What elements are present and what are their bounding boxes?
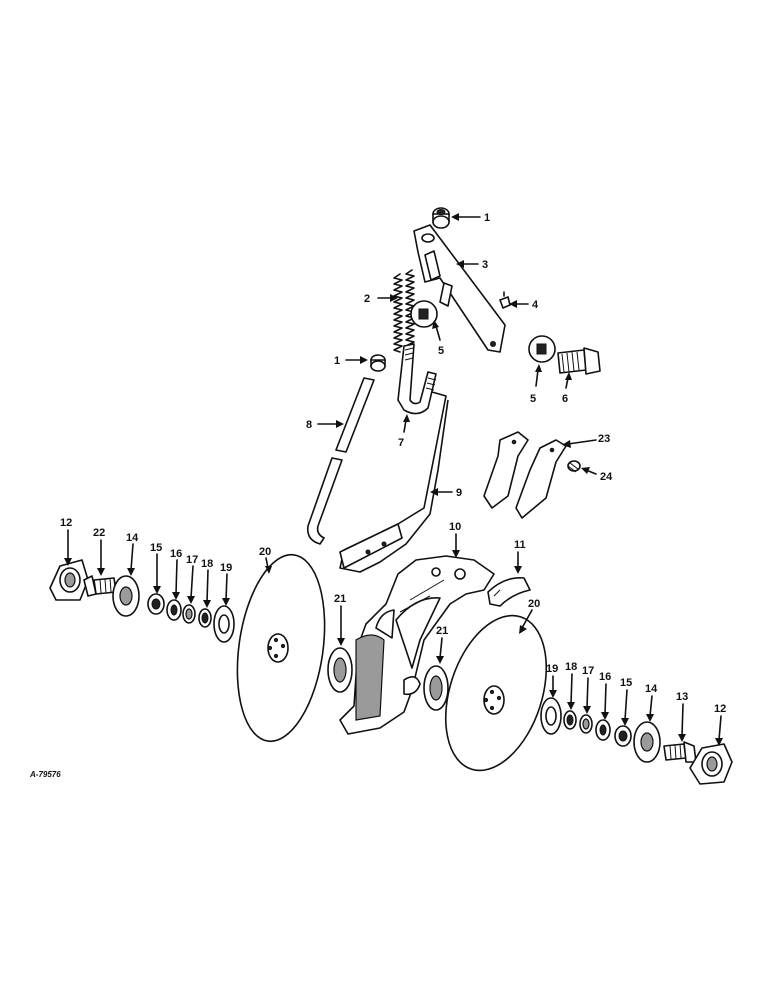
- callout-grease-fitting: 4: [532, 299, 539, 311]
- retainer-right-part: [563, 710, 577, 730]
- callout-disc-right: 20: [528, 598, 540, 610]
- callout-flange-right: 19: [546, 663, 558, 675]
- nut-part: [567, 460, 581, 473]
- flange-right-part: [540, 697, 562, 735]
- callout-washer-top: 1: [484, 212, 490, 224]
- callout-rod: 8: [306, 419, 312, 431]
- grease-fitting-part: [499, 291, 511, 309]
- bolt-left-part: [83, 575, 117, 597]
- cam-washer-left-part: [410, 300, 438, 328]
- ring-right-part: [579, 714, 593, 734]
- callout-bolt-right: 13: [676, 691, 688, 703]
- callout-spring: 2: [364, 293, 370, 305]
- plate-left-part: [327, 647, 353, 693]
- leader-lines: [64, 213, 723, 746]
- seal-left-part: [166, 599, 182, 621]
- bolt-right-part: [663, 741, 697, 763]
- callout-labels: 1 3 4 2 5 5 6 1 7 8 9 23 24 10 11 12 22 …: [60, 212, 726, 715]
- callout-nut: 24: [600, 471, 613, 483]
- ring-left-part: [182, 604, 196, 624]
- callout-scraper-small: 11: [514, 539, 526, 551]
- bearing-right-part: [614, 725, 632, 747]
- callout-washer-mid: 1: [334, 355, 340, 367]
- callout-seal-left: 16: [170, 548, 182, 560]
- rod-part: [306, 377, 375, 545]
- cap-right-part: [689, 743, 733, 785]
- callout-plate-left: 21: [334, 593, 346, 605]
- bar-part: [339, 391, 449, 573]
- callout-bearing-left: 15: [150, 542, 162, 554]
- spring-part: [393, 269, 415, 353]
- bolt-upper-part: [557, 347, 601, 375]
- bearing-left-part: [147, 593, 165, 615]
- callout-ring-right: 17: [582, 665, 594, 677]
- callout-boot-casting: 10: [449, 521, 461, 533]
- disc-left-part: [236, 553, 326, 743]
- reference-code: A-79576: [29, 770, 61, 779]
- callout-hub-left: 14: [126, 532, 139, 544]
- cam-washer-right-part: [528, 335, 556, 363]
- callout-plate-right: 21: [436, 625, 448, 637]
- callout-cam-washer-right: 5: [530, 393, 536, 405]
- scraper-blades-part: [483, 431, 567, 519]
- callout-u-bolt: 7: [398, 437, 404, 449]
- callout-bar: 9: [456, 487, 462, 499]
- seal-right-part: [595, 719, 611, 741]
- boot-casting-part: [339, 555, 495, 735]
- scraper-small-part: [487, 576, 531, 607]
- hub-right-part: [633, 721, 661, 763]
- cap-left-part: [49, 559, 89, 601]
- washer-mid-part: [370, 354, 386, 372]
- callout-flange-left: 19: [220, 562, 232, 574]
- flange-left-part: [213, 605, 235, 643]
- washer-top-part: [432, 207, 450, 229]
- callout-bolt-upper: 6: [562, 393, 568, 405]
- callout-ring-left: 17: [186, 554, 198, 566]
- callout-scraper-blades: 23: [598, 433, 610, 445]
- callout-retainer-right: 18: [565, 661, 577, 673]
- callout-cap-right: 12: [714, 703, 726, 715]
- hub-left-part: [112, 575, 140, 617]
- callout-bolt-left: 22: [93, 527, 105, 539]
- retainer-left-part: [198, 608, 212, 628]
- callout-retainer-left: 18: [201, 558, 213, 570]
- callout-scraper-arm: 3: [482, 259, 488, 271]
- plate-right-part: [423, 665, 449, 711]
- callout-disc-left: 20: [259, 546, 271, 558]
- disc-right-part: [444, 614, 548, 772]
- u-bolt-part: [397, 343, 437, 415]
- callout-hub-right: 14: [645, 683, 658, 695]
- callout-cap-left: 12: [60, 517, 72, 529]
- callout-cam-washer-left: 5: [438, 345, 444, 357]
- callout-bearing-right: 15: [620, 677, 632, 689]
- scraper-arm-part: [413, 224, 506, 353]
- callout-seal-right: 16: [599, 671, 611, 683]
